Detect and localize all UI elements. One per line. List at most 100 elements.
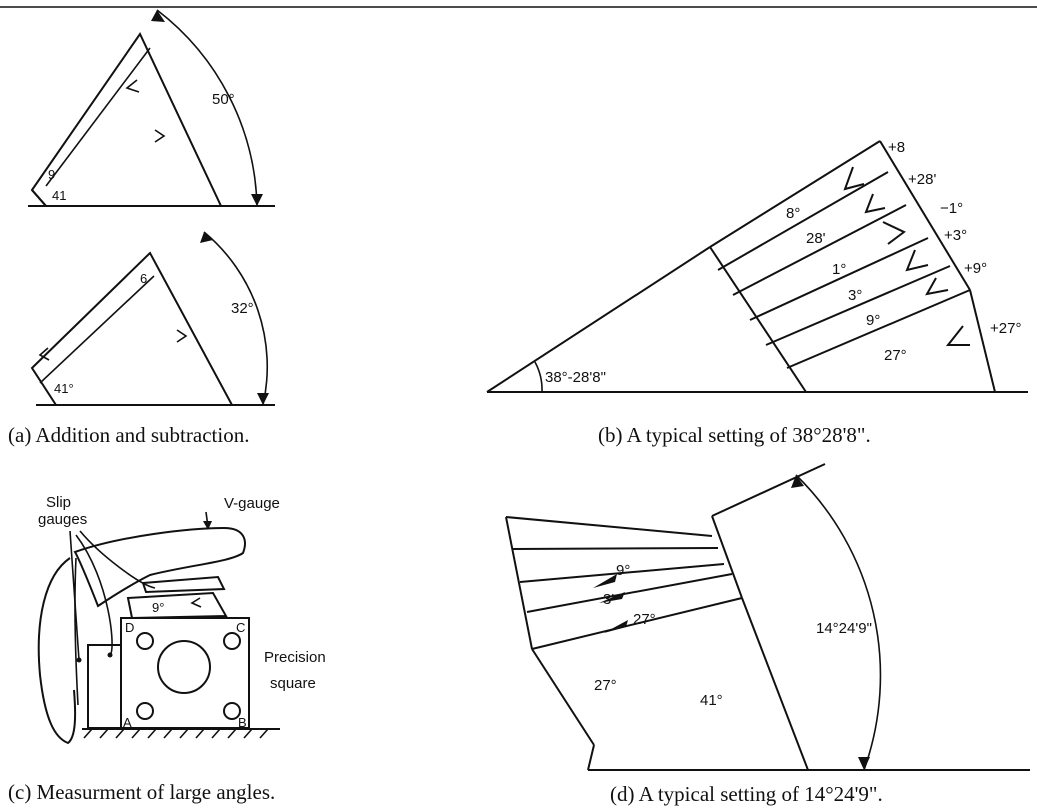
panel-c: Slip gauges V-gauge 9° Precision square … [8, 494, 326, 804]
b-v-mark-5 [925, 277, 949, 296]
c-v-gauge-label: V-gauge [224, 495, 280, 512]
c-precision-label-1: Precision [264, 649, 326, 666]
c-holder [37, 557, 77, 745]
b-sign-label-5: +9° [964, 260, 987, 277]
a-bottom-gauge-small-label: 6 [140, 271, 147, 286]
b-line-5 [786, 289, 971, 369]
a-bottom-v-mark-2 [176, 329, 188, 343]
a-top-v-mark-2 [154, 129, 166, 143]
b-v-mark-4 [905, 249, 929, 272]
c-hatch [83, 728, 93, 739]
c-leader-dot-1 [76, 657, 82, 663]
d-left-foot [587, 744, 595, 771]
a-bottom-v-mark-1 [38, 347, 50, 361]
c-hatch [211, 728, 221, 739]
c-top-gauge [141, 575, 226, 594]
c-hole-c [223, 632, 241, 650]
b-sign-label-2: +28' [908, 171, 936, 188]
a-top-gauge-large-label: 41 [52, 188, 66, 203]
panel-a: 50° 9 41 32° 6 41° (a) Addition and subt… [8, 9, 275, 447]
d-gauge-label-27-top: 27° [633, 611, 656, 628]
c-slip-gauges-label-2: gauges [38, 511, 87, 528]
d-gauge-label-27: 27° [594, 677, 617, 694]
c-corner-a: A [123, 715, 132, 730]
b-v-mark-2 [864, 193, 886, 214]
a-bottom-gauge-6-line [39, 275, 155, 384]
b-line-2 [732, 204, 907, 296]
b-gauge-label-27: 27° [884, 347, 907, 364]
c-gauge-value-label: 9° [152, 600, 164, 615]
b-base-angle-label: 38°-28'8" [545, 369, 606, 386]
d-gauge-41-right [741, 597, 809, 771]
d-line-4 [526, 573, 733, 613]
d-top-hyp [711, 463, 826, 517]
a-bottom-angle-label: 32° [231, 300, 254, 317]
b-line-3 [749, 237, 929, 321]
caption-b: (b) A typical setting of 38°28'8". [598, 423, 871, 447]
a-bottom-gauge-large-label: 41° [54, 381, 74, 396]
c-hole-d [136, 632, 154, 650]
d-line-5 [531, 597, 743, 650]
a-top-arrow-head-2 [251, 194, 263, 206]
c-vgauge-arrow [203, 521, 212, 530]
b-gauge-label-9: 9° [866, 312, 880, 329]
c-corner-b: B [238, 715, 247, 730]
c-hatch [147, 728, 157, 739]
c-hatch [259, 728, 269, 739]
a-top-gauge-9-line [45, 47, 151, 187]
b-sign-label-3: −1° [940, 200, 963, 217]
c-corner-c: C [236, 620, 245, 635]
c-hole-b [223, 702, 241, 720]
c-hatch [227, 728, 237, 739]
d-stack-right [711, 515, 743, 599]
c-hatch [163, 728, 173, 739]
b-stack-left [709, 246, 807, 393]
caption-c: (c) Measurment of large angles. [8, 780, 275, 804]
caption-a: (a) Addition and subtraction. [8, 423, 249, 447]
d-left-upper [505, 516, 533, 650]
a-top-gauge-41 [30, 32, 223, 207]
c-hatch [99, 728, 109, 739]
d-arrow-head-1 [791, 475, 804, 488]
a-top-gauge-small-label: 9 [48, 167, 55, 182]
d-wedge-1 [593, 574, 617, 588]
d-left-lower [531, 648, 595, 746]
c-square-bore [157, 640, 211, 694]
a-bottom-gauge-41 [30, 251, 234, 406]
c-hatch [195, 728, 205, 739]
a-bottom-arrow-head-1 [200, 232, 213, 243]
a-top-gauge-9-edge [31, 189, 47, 207]
c-corner-d: D [125, 620, 134, 635]
c-hatch [115, 728, 125, 739]
c-leader-dot-2 [107, 652, 113, 658]
c-v-mark [190, 597, 202, 608]
b-gauge-label-1: 1° [832, 261, 846, 278]
b-base-gauge-hyp [486, 246, 711, 393]
d-gauge-label-9: 9° [616, 562, 630, 579]
c-leader-1 [69, 530, 80, 661]
b-v-mark-3 [882, 221, 906, 245]
b-line-4 [765, 265, 951, 346]
caption-d: (d) A typical setting of 14°24'9". [610, 782, 883, 806]
b-sign-label-4: +3° [944, 227, 967, 244]
d-wedge-3 [604, 620, 628, 633]
a-top-arrow-head-1 [151, 10, 165, 22]
d-angle-arc [795, 474, 882, 771]
c-hatch [243, 728, 253, 739]
c-slip-gauges-label-1: Slip [46, 494, 71, 511]
c-gauge-9 [126, 591, 228, 620]
b-stack-right-upper [879, 140, 971, 291]
a-top-angle-arc [156, 9, 258, 207]
c-v-gauge [73, 526, 246, 608]
a-top-v-mark-1 [125, 79, 140, 93]
a-bottom-arrow-head-2 [257, 393, 269, 405]
b-gauge-label-8: 8° [786, 205, 800, 222]
c-hatch [179, 728, 189, 739]
b-gauge-label-28: 28' [806, 230, 826, 247]
c-hatch [131, 728, 141, 739]
c-holder-inner [74, 557, 79, 706]
b-gauge-label-3: 3° [848, 287, 862, 304]
b-v-mark-6 [945, 325, 970, 346]
b-stack-right-lower [969, 289, 996, 393]
